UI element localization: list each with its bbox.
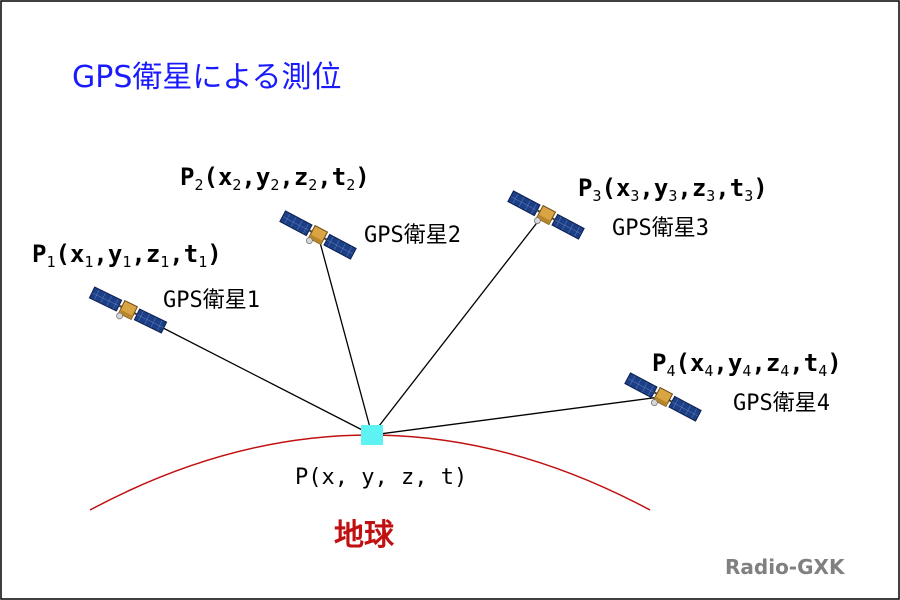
satellite-3-icon (504, 189, 586, 246)
page-title: GPS衛星による測位 (72, 60, 341, 95)
satellite-coord-1: P1(x1,y1,z1,t1) (32, 240, 222, 271)
earth-label: 地球 (334, 518, 395, 553)
satellite-label-3: GPS衛星3 (612, 216, 709, 241)
satellite-coord-4: P4(x4,y4,z4,t4) (652, 349, 842, 380)
satellite-label-4: GPS衛星4 (733, 391, 830, 416)
satellite-2-icon (276, 209, 358, 266)
signal-lines (127, 214, 661, 436)
signal-line-2 (317, 234, 373, 436)
satellite-coord-3: P3(x3,y3,z3,t3) (578, 174, 768, 205)
satellite-label-1: GPS衛星1 (163, 288, 260, 313)
signal-line-1 (127, 309, 373, 436)
satellite-coord-2: P2(x2,y2,z2,t2) (180, 163, 370, 194)
receiver-marker (361, 425, 383, 445)
signal-line-3 (371, 214, 544, 436)
satellite-4-icon (621, 371, 703, 428)
satellite-1-icon (85, 285, 169, 340)
watermark: Radio-GXK (725, 555, 846, 579)
signal-line-4 (371, 396, 661, 436)
satellite-label-2: GPS衛星2 (364, 223, 461, 248)
receiver-label: P(x, y, z, t) (295, 465, 467, 490)
